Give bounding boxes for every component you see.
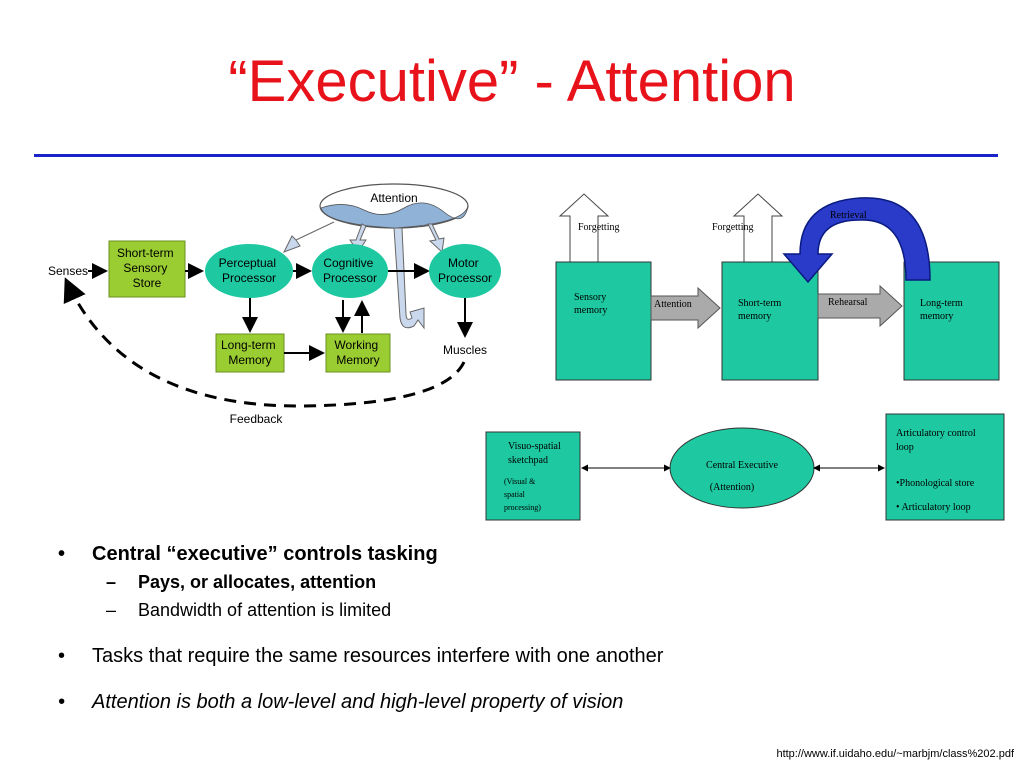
feedback-label: Feedback — [230, 412, 284, 426]
slide-title: “Executive” - Attention — [228, 49, 796, 114]
source-url: http://www.if.uidaho.edu/~marbjm/class%2… — [776, 748, 1014, 760]
sub-bullet-list: Pays, or allocates, attention Bandwidth … — [92, 568, 998, 624]
motor-label: Motor Processor — [438, 256, 492, 285]
forgetting-label-2: Forgetting — [712, 222, 753, 233]
bullet-list: Central “executive” controls tasking Pay… — [58, 540, 998, 716]
bullet-central-executive: Central “executive” controls tasking Pay… — [58, 540, 998, 624]
sub-bullet-bandwidth: Bandwidth of attention is limited — [92, 596, 998, 624]
articulatory-box — [885, 413, 1005, 521]
short-term-memory-box — [721, 261, 819, 381]
visuo-spatial-box — [485, 431, 581, 521]
long-term-memory-box — [903, 261, 1000, 381]
working-memory-diagram: Visuo-spatial sketchpad (Visual & spatia… — [484, 410, 1010, 524]
bullet-text: Central “executive” controls tasking — [92, 543, 438, 565]
attention-label: Attention — [370, 191, 417, 205]
motor-processor — [429, 244, 501, 298]
central-executive-label: Central Executive — [706, 460, 778, 471]
perceptual-processor — [205, 244, 293, 298]
title-underline — [34, 154, 998, 157]
cognitive-processor — [312, 244, 388, 298]
retrieval-arrow — [782, 197, 931, 284]
bullet-interference: Tasks that require the same resources in… — [58, 642, 998, 670]
forgetting-arrow-1 — [558, 193, 610, 265]
bullet-attention-property: Attention is both a low-level and high-l… — [58, 688, 998, 716]
sub-bullet-allocates: Pays, or allocates, attention — [92, 568, 998, 596]
attention-label: Attention — [654, 299, 692, 310]
long-term-memory-label: Long-term memory — [920, 298, 965, 322]
long-term-memory-label: Long-term Memory — [221, 338, 279, 367]
visuo-spatial-label: Visuo-spatial sketchpad — [508, 441, 563, 466]
sensory-memory-box — [555, 261, 652, 381]
phonological-store-label: •Phonological store — [896, 478, 975, 489]
sensory-store-box — [108, 240, 186, 298]
working-memory-label: Working Memory — [334, 338, 381, 367]
long-term-memory-box — [215, 333, 285, 373]
senses-label: Senses — [48, 264, 88, 278]
articulatory-loop-label: • Articulatory loop — [896, 502, 971, 513]
memory-stages-diagram: Forgetting Forgetting Sensory memory Sho… — [548, 184, 1006, 386]
cognitive-label: Cognitive Processor — [323, 256, 377, 285]
feedback-loop — [63, 277, 466, 408]
attention-cloud: Attention — [319, 183, 469, 229]
short-term-memory-label: Short-term memory — [738, 298, 784, 322]
working-memory-box — [325, 333, 391, 373]
processor-model-diagram: Attention Senses Short-term Sensory Stor… — [44, 178, 506, 428]
central-executive-note: (Attention) — [710, 482, 754, 493]
attention-arrows — [282, 221, 445, 330]
visuo-spatial-note: (Visual & spatial processing) — [504, 477, 541, 512]
sensory-memory-label: Sensory memory — [574, 292, 609, 316]
retrieval-label: Retrieval — [830, 210, 867, 221]
sensory-store-label: Short-term Sensory Store — [117, 246, 177, 290]
rehearsal-arrow — [817, 284, 903, 328]
rehearsal-label: Rehearsal — [828, 297, 868, 308]
muscles-label: Muscles — [443, 343, 487, 357]
attention-arrow — [650, 286, 721, 330]
forgetting-arrow-2 — [732, 193, 784, 265]
forgetting-label-1: Forgetting — [578, 222, 619, 233]
articulatory-label: Articulatory control loop — [896, 428, 978, 453]
perceptual-label: Perceptual Processor — [219, 256, 280, 285]
